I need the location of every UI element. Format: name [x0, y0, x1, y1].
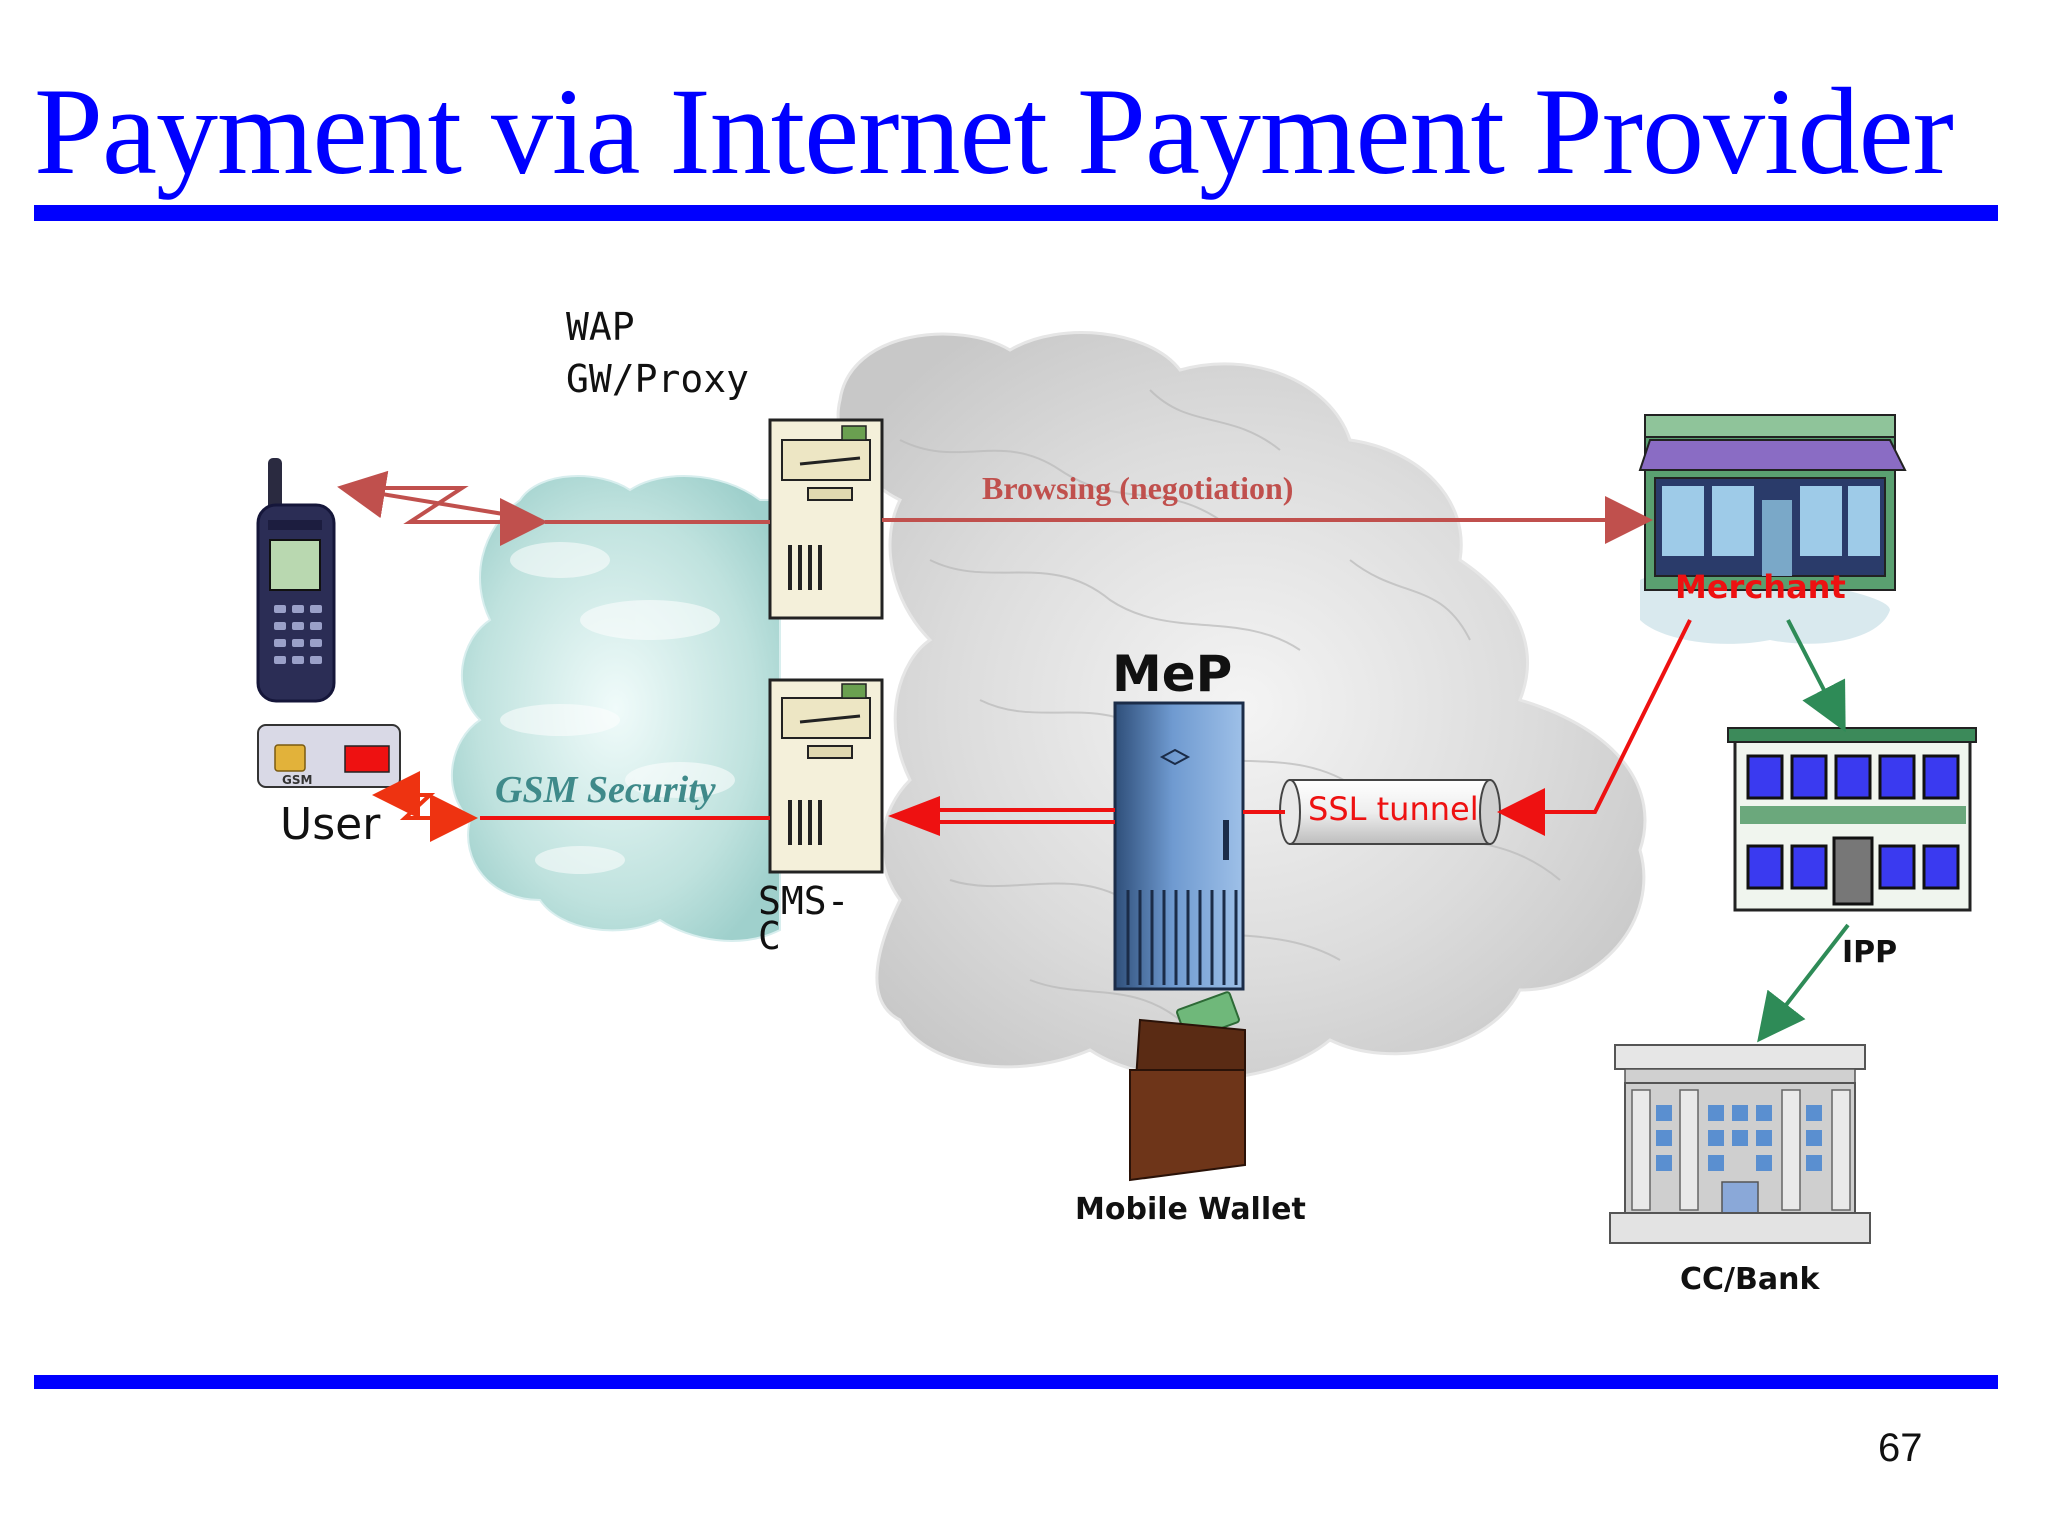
wap-gateway-label-line2: GW/Proxy [566, 357, 750, 401]
sim-card-icon: GSM [257, 724, 401, 788]
mobile-phone-icon [256, 458, 336, 703]
merchant-store-icon [1638, 414, 1907, 591]
page-number: 67 [1878, 1426, 1923, 1470]
footer-rule [34, 1375, 1998, 1389]
mobile-wallet-label: Mobile Wallet [1075, 1192, 1306, 1227]
ssl-tunnel-cylinder [1279, 779, 1501, 845]
mobile-wallet-icon [1128, 991, 1246, 1182]
title-underline [34, 205, 1998, 221]
mep-to-smsc-arrow [888, 796, 1115, 836]
gsm-network-cloud [450, 475, 781, 942]
gsm-security-label: GSM Security [495, 769, 716, 811]
ssl-tunnel-label: SSL tunnel [1308, 790, 1479, 828]
sms-delivery-connection [372, 771, 770, 842]
browsing-label: Browsing (negotiation) [982, 470, 1294, 506]
wap-gateway-label-line1: WAP [566, 305, 635, 349]
bank-building-icon [1609, 1044, 1871, 1244]
cc-bank-label: CC/Bank [1680, 1262, 1820, 1297]
sms-center-label-line2: C [758, 914, 781, 958]
payment-flow-arrows [1757, 619, 1850, 1043]
wap-gateway-server-icon [768, 418, 884, 620]
sms-center-label-line1: SMS- [758, 879, 850, 923]
ssl-connection [1243, 619, 1692, 836]
browsing-connection [337, 470, 1653, 546]
ipp-building-icon [1727, 727, 1977, 912]
sim-card-label: GSM [282, 773, 312, 787]
slide-title: Payment via Internet Payment Provider [34, 63, 1954, 200]
mep-server-tower-icon [1113, 701, 1245, 991]
merchant-label: Merchant [1675, 568, 1846, 606]
payment-diagram: GSM [256, 331, 1977, 1244]
sms-center-server-icon [768, 678, 884, 874]
mep-label: MeP [1112, 645, 1233, 703]
ipp-label: IPP [1842, 935, 1898, 970]
user-label: User [280, 799, 381, 850]
